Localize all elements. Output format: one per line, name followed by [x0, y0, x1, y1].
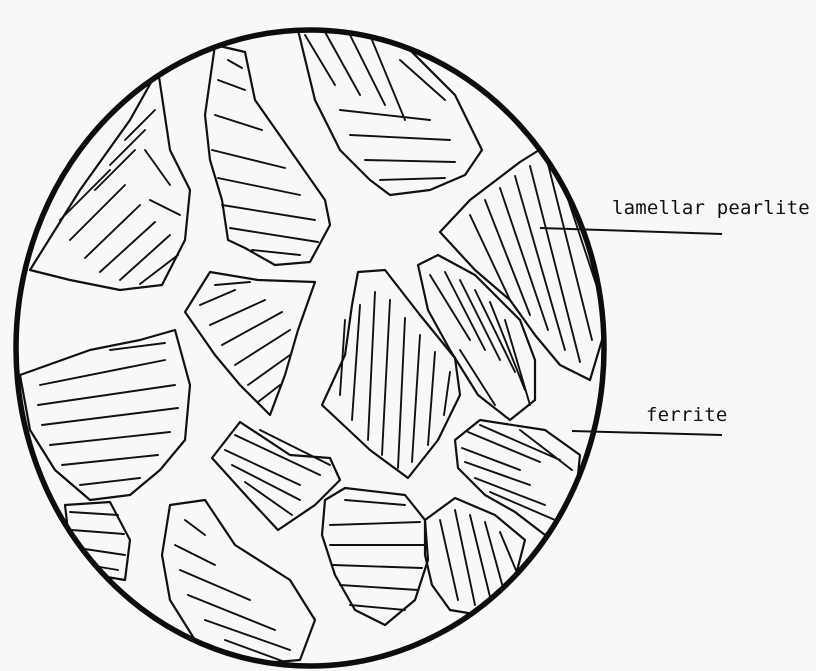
pearlite-grain [440, 142, 605, 380]
pearlite-grain [212, 422, 340, 530]
pearlite-label: lamellar pearlite [612, 197, 810, 219]
pearlite-grain [418, 255, 535, 420]
pearlite-grain [205, 45, 330, 265]
pearlite-grain [322, 488, 428, 625]
pearlite-grain [30, 70, 190, 290]
pearlite-grain [185, 272, 315, 415]
pearlite-grain [20, 330, 190, 500]
pearlite-grain [425, 498, 525, 615]
ferrite-label: ferrite [646, 404, 727, 426]
pearlite-grain [162, 500, 315, 665]
pearlite-leader-line [540, 228, 722, 234]
pearlite-grain [322, 270, 460, 478]
pearlite-grain [298, 30, 482, 195]
